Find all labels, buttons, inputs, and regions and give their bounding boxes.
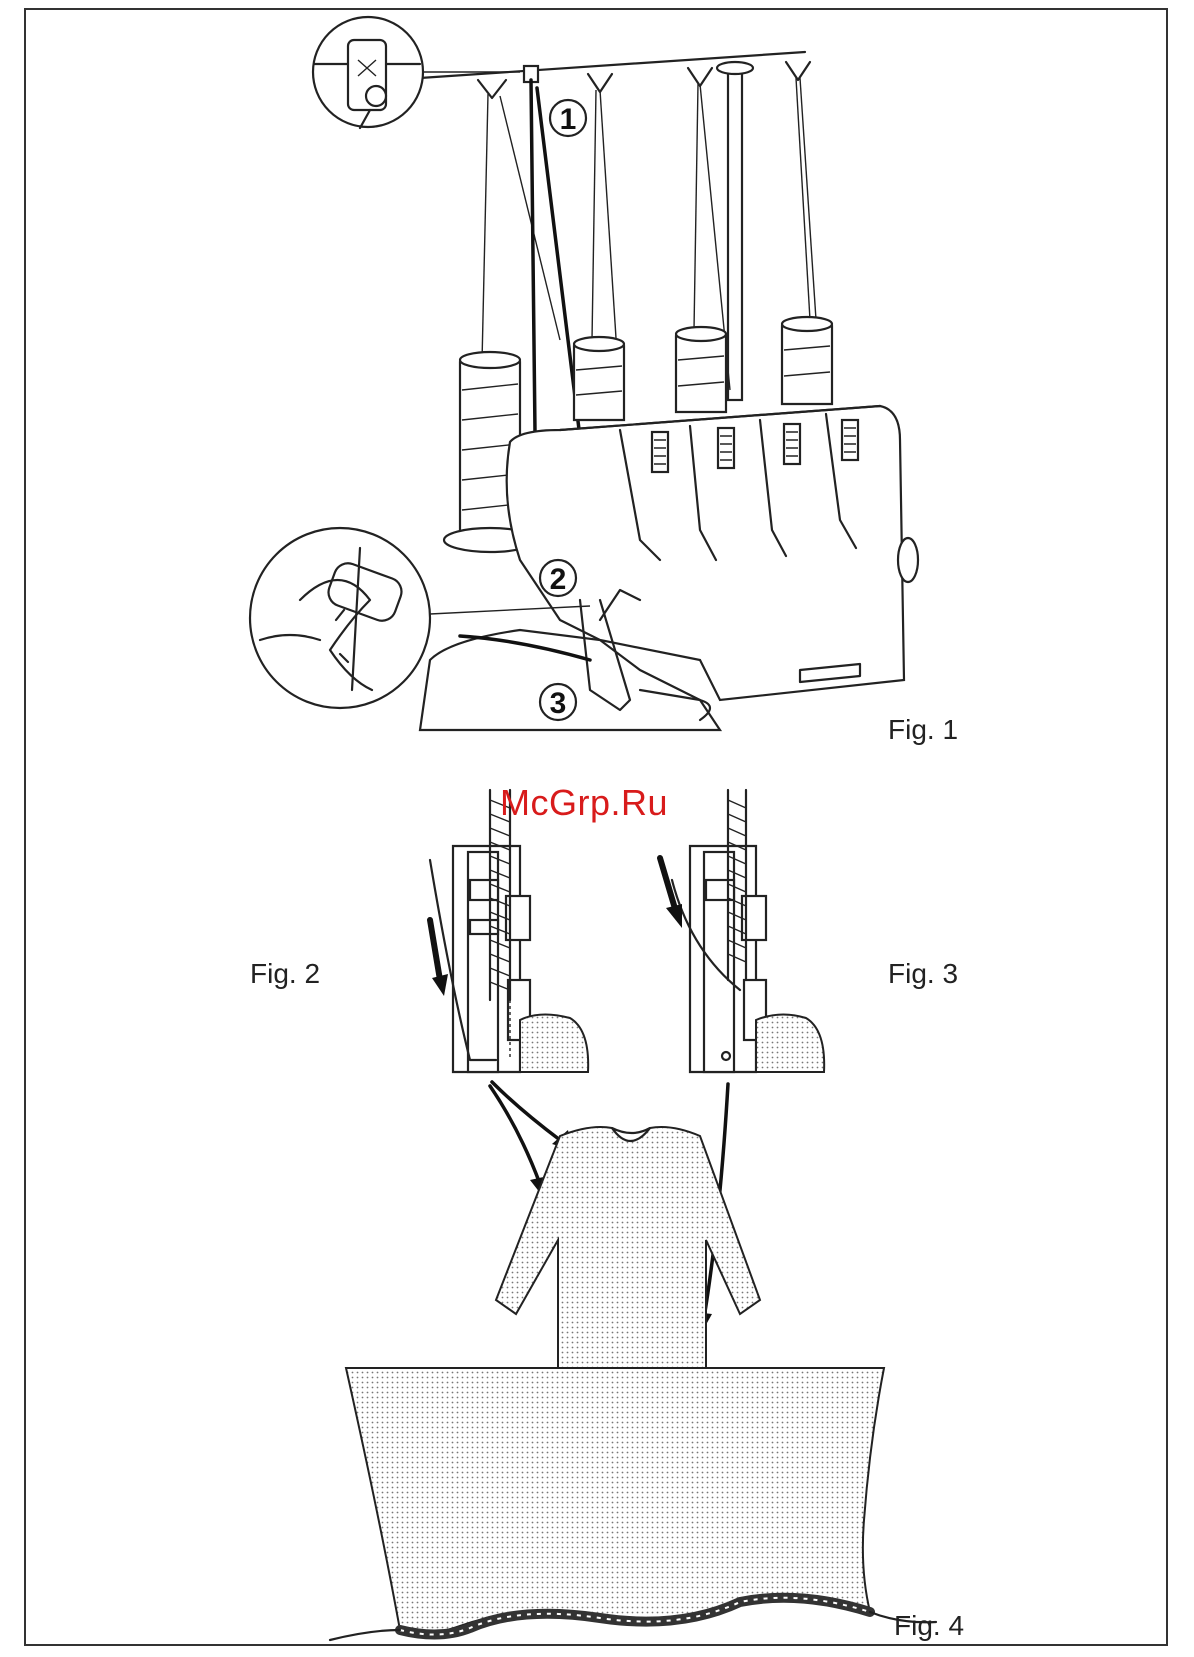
- fig2-presser-foot: [430, 790, 588, 1072]
- callout-3: 3: [540, 684, 576, 720]
- callout-1: 1: [550, 100, 586, 136]
- fig4-fabric-edge: [330, 1368, 936, 1640]
- svg-text:2: 2: [550, 563, 567, 596]
- fig3-presser-foot: [660, 790, 824, 1072]
- fig1-label: Fig. 1: [888, 714, 958, 746]
- fig3-label: Fig. 3: [888, 958, 958, 990]
- detail-magnifier-loop: [250, 528, 430, 708]
- spool-2: [574, 337, 624, 420]
- spool-4: [782, 317, 832, 404]
- telescopic-rod: [728, 70, 742, 400]
- callout-2: 2: [540, 560, 576, 596]
- fig1-serger-machine: 1 2 3: [250, 17, 918, 730]
- watermark-text: McGrp.Ru: [500, 782, 668, 824]
- fig4-label: Fig. 4: [894, 1610, 964, 1642]
- spool-3: [676, 327, 726, 412]
- svg-text:3: 3: [550, 687, 567, 720]
- detail-magnifier-guide: [313, 17, 423, 128]
- fig2-label: Fig. 2: [250, 958, 320, 990]
- svg-text:1: 1: [560, 103, 577, 136]
